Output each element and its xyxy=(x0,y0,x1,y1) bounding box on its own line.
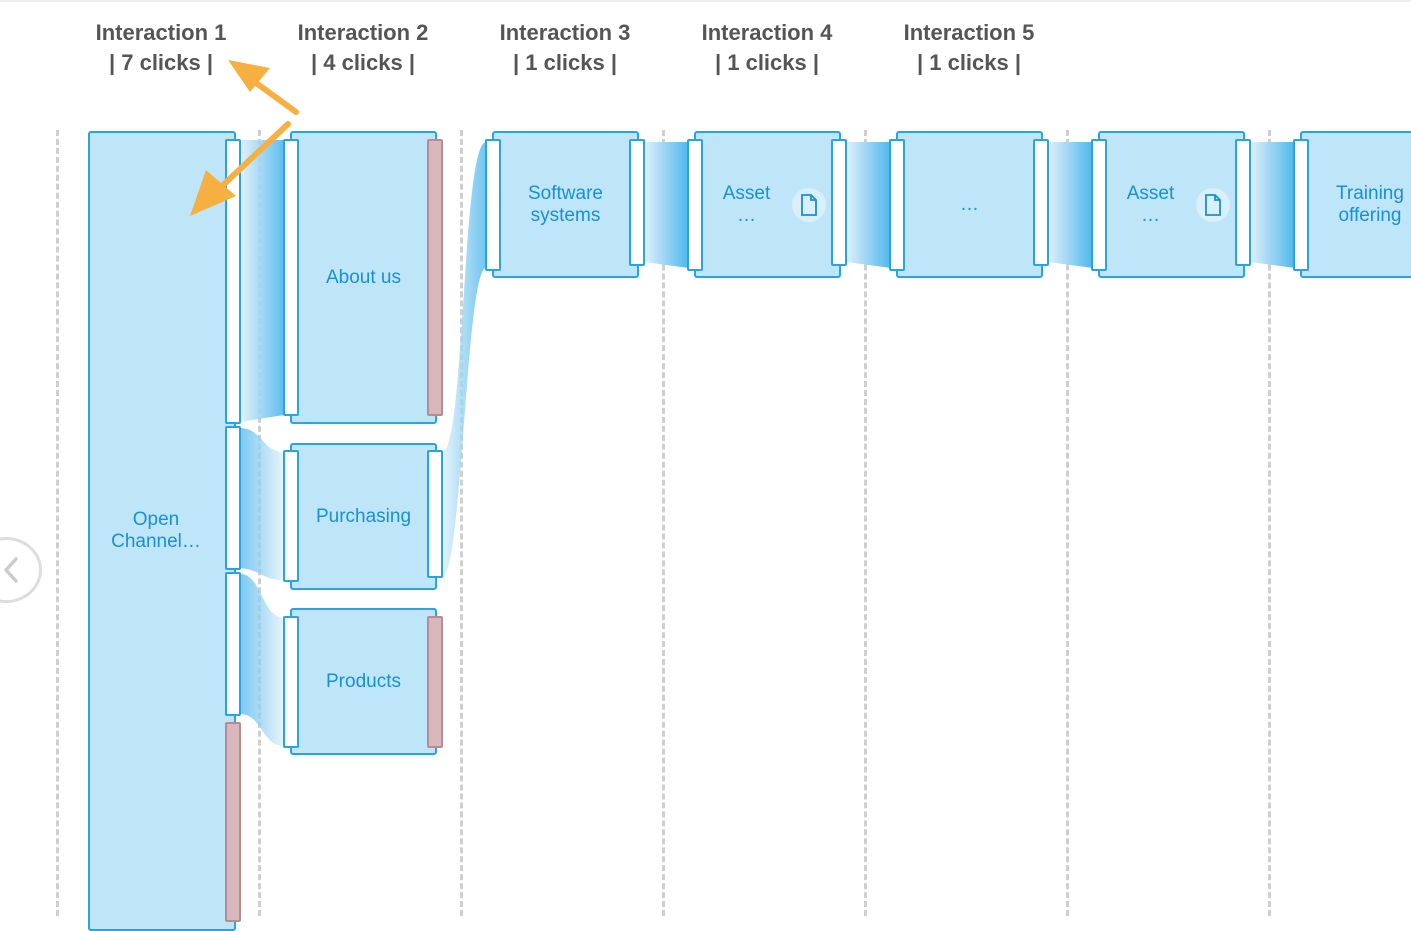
flow-software-systems-to-asset xyxy=(644,142,689,268)
outgoing-handle[interactable] xyxy=(1235,139,1251,266)
exit-marker xyxy=(427,616,443,748)
flow-open-channel-to-products xyxy=(240,574,284,746)
column-header-3: Interaction 3 | 1 clicks | xyxy=(475,18,655,78)
incoming-handle[interactable] xyxy=(485,139,501,271)
flow-open-channel-to-about-us xyxy=(240,140,284,422)
outgoing-handle[interactable] xyxy=(225,139,241,424)
node-products[interactable]: Products xyxy=(290,608,437,755)
chevron-left-icon xyxy=(4,557,18,583)
node-label: Products xyxy=(308,671,419,693)
column-clicks: | 1 clicks | xyxy=(512,50,618,75)
node-label-line: systems xyxy=(530,204,601,226)
top-border xyxy=(0,0,1411,2)
node-open-channel[interactable]: Open Channel… xyxy=(88,131,236,931)
document-icon-glyph xyxy=(801,194,817,216)
node-label-line: … xyxy=(737,204,756,226)
column-divider xyxy=(56,130,59,916)
node-label-line: Asset xyxy=(722,182,771,204)
node-label-line: Training xyxy=(1336,182,1404,204)
node-label-line: offering xyxy=(1338,204,1402,226)
node-label-line: Asset xyxy=(1126,182,1175,204)
column-header-4: Interaction 4 | 1 clicks | xyxy=(677,18,857,78)
column-clicks: | 1 clicks | xyxy=(714,50,820,75)
column-title: Interaction 2 xyxy=(297,20,429,45)
outgoing-handle[interactable] xyxy=(629,139,645,266)
column-header-1: Interaction 1 | 7 clicks | xyxy=(71,18,251,78)
node-ellipsis[interactable]: … xyxy=(896,131,1043,278)
node-label: Training offering xyxy=(1302,183,1404,227)
document-icon-glyph xyxy=(1205,194,1221,216)
node-asset[interactable]: Asset … xyxy=(694,131,841,278)
column-title: Interaction 3 xyxy=(499,20,631,45)
node-asset[interactable]: Asset … xyxy=(1098,131,1245,278)
column-clicks: | 1 clicks | xyxy=(916,50,1022,75)
column-header-5: Interaction 5 | 1 clicks | xyxy=(879,18,1059,78)
outgoing-handle[interactable] xyxy=(225,572,241,716)
node-label: Purchasing xyxy=(298,506,429,528)
node-label: Software systems xyxy=(510,183,621,227)
outgoing-handle[interactable] xyxy=(427,450,443,578)
document-icon[interactable] xyxy=(792,188,826,222)
column-title: Interaction 1 xyxy=(95,20,227,45)
incoming-handle[interactable] xyxy=(1091,139,1107,271)
incoming-handle[interactable] xyxy=(283,450,299,582)
flow-asset-to-training-offering xyxy=(1250,142,1295,268)
node-label-line: Channel… xyxy=(111,531,201,552)
incoming-handle[interactable] xyxy=(283,616,299,748)
column-title: Interaction 4 xyxy=(701,20,833,45)
column-divider xyxy=(460,130,463,916)
incoming-handle[interactable] xyxy=(687,139,703,271)
node-label-line: … xyxy=(1141,204,1160,226)
flow-purchasing-to-software-systems xyxy=(442,142,486,578)
node-label: … xyxy=(942,194,997,216)
node-label-line: Products xyxy=(326,670,401,692)
outgoing-handle[interactable] xyxy=(831,139,847,266)
column-divider xyxy=(864,130,867,916)
flow-ellipsis-to-asset xyxy=(1048,142,1093,268)
column-clicks: | 4 clicks | xyxy=(310,50,416,75)
node-about-us[interactable]: About us xyxy=(290,131,437,424)
node-training-offering[interactable]: Training offering xyxy=(1300,131,1411,278)
column-divider xyxy=(662,130,665,916)
node-label: About us xyxy=(308,267,419,289)
node-label: Open Channel… xyxy=(93,509,231,553)
incoming-handle[interactable] xyxy=(1293,139,1309,271)
node-label: Asset … xyxy=(1109,183,1235,227)
document-icon[interactable] xyxy=(1196,188,1230,222)
flow-asset-to-ellipsis xyxy=(846,142,891,268)
exit-marker xyxy=(427,139,443,416)
node-software-systems[interactable]: Software systems xyxy=(492,131,639,278)
column-clicks: | 7 clicks | xyxy=(108,50,214,75)
node-label-line: Purchasing xyxy=(315,505,412,527)
node-purchasing[interactable]: Purchasing xyxy=(290,443,437,590)
node-label-line: Software xyxy=(528,182,603,204)
column-header-2: Interaction 2 | 4 clicks | xyxy=(273,18,453,78)
node-label-line: Open xyxy=(132,509,180,530)
incoming-handle[interactable] xyxy=(283,139,299,416)
column-divider xyxy=(1268,130,1271,916)
column-divider xyxy=(1066,130,1069,916)
flow-open-channel-to-purchasing xyxy=(240,428,284,580)
node-label: Asset … xyxy=(705,183,831,227)
outgoing-handle[interactable] xyxy=(225,426,241,570)
exit-marker xyxy=(225,722,241,922)
incoming-handle[interactable] xyxy=(889,139,905,271)
node-label-line: … xyxy=(960,193,979,215)
node-label-line: About us xyxy=(326,266,401,288)
column-title: Interaction 5 xyxy=(903,20,1035,45)
outgoing-handle[interactable] xyxy=(1033,139,1049,266)
